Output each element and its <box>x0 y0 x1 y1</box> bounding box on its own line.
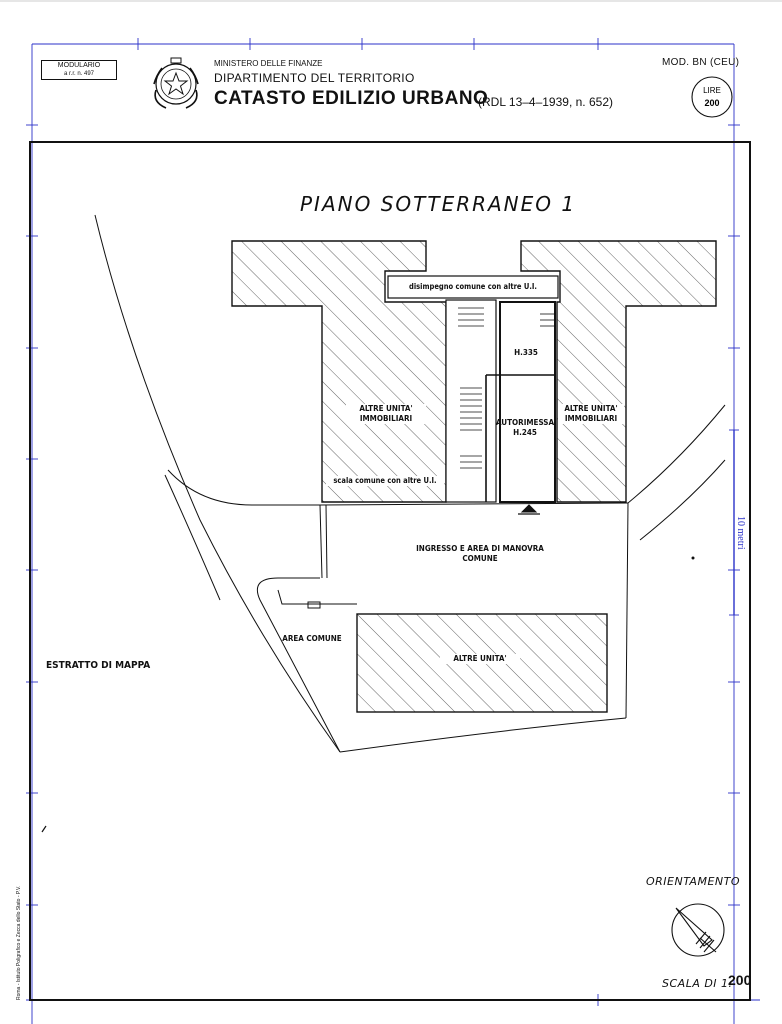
altre-left-line1: ALTRE UNITA' <box>359 404 413 413</box>
label-h335: H.335 <box>514 348 538 357</box>
altre-right-line1: ALTRE UNITA' <box>564 404 618 413</box>
garage-entry-arrow <box>518 504 540 515</box>
plan-title: PIANO SOTTERRANEO 1 <box>300 192 577 216</box>
catasto-title: CATASTO EDILIZIO URBANO <box>214 88 489 109</box>
law-reference: (RDL 13–4–1939, n. 652) <box>478 95 613 109</box>
label-autorimessa: AUTORIMESSA H.245 <box>494 418 556 438</box>
ingresso-line2: COMUNE <box>462 554 498 563</box>
lire-label: LIRE <box>703 86 721 95</box>
label-disimpegno: disimpegno comune con altre U.I. <box>409 282 537 291</box>
autorimessa-line2: H.245 <box>513 428 537 437</box>
department-name: DIPARTIMENTO DEL TERRITORIO <box>214 71 415 85</box>
stair-treads <box>458 307 556 469</box>
site-boundary <box>94 214 726 753</box>
label-altre-unita-bottom: ALTRE UNITA' <box>440 654 520 664</box>
label-scala: scala comune con altre U.I. <box>326 476 444 486</box>
north-arrow-icon <box>671 903 725 957</box>
disimpegno-corridor <box>387 275 559 299</box>
altre-right-line2: IMMOBILIARI <box>564 414 618 423</box>
altre-left-line2: IMMOBILIARI <box>359 414 413 423</box>
label-area-comune: AREA COMUNE <box>282 634 342 643</box>
modulario-label: MODULARIO <box>57 62 101 69</box>
model-code: MOD. BN (CEU) <box>662 57 740 68</box>
modulario-box: MODULARIO a r.r. n. 497 <box>41 60 117 80</box>
ministry-name: MINISTERO DELLE FINANZE <box>214 59 323 68</box>
stamp-circle <box>691 76 733 118</box>
label-ingresso: INGRESSO E AREA DI MANOVRA COMUNE <box>380 544 580 564</box>
scala-label: SCALA DI 1: <box>662 977 733 990</box>
modulario-ref: a r.r. n. 497 <box>63 71 95 77</box>
lire-value: 200 <box>704 98 720 108</box>
republic-emblem <box>153 57 199 109</box>
orientamento-label: ORIENTAMENTO <box>646 875 741 888</box>
stair-core <box>445 299 556 503</box>
printer-side-note: Roma - Istituto Poligrafico e Zecca dell… <box>16 885 22 1000</box>
label-altre-unita-right: ALTRE UNITA' IMMOBILIARI <box>558 404 624 424</box>
label-altre-unita-left: ALTRE UNITA' IMMOBILIARI <box>346 404 426 424</box>
autorimessa-line1: AUTORIMESSA <box>495 418 555 427</box>
scale-bar-label: 10 metri <box>735 516 746 550</box>
label-estratto-mappa: ESTRATTO DI MAPPA <box>46 660 151 671</box>
altre-unita-right-block <box>520 240 717 503</box>
scala-value: 200 <box>728 972 752 988</box>
ingresso-line1: INGRESSO E AREA DI MANOVRA <box>416 544 544 553</box>
